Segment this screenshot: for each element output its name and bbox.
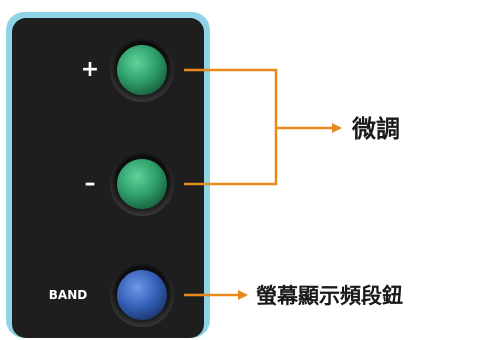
minus-key-cap xyxy=(117,159,167,209)
panel-face xyxy=(12,18,204,338)
minus-key-label: – xyxy=(85,171,96,196)
fine-tune-label: 微調 xyxy=(351,115,400,143)
plus-key-cap xyxy=(117,45,167,95)
band-display-label: 螢幕顯示頻段鈕 xyxy=(256,284,403,308)
plus-key[interactable]: + xyxy=(81,38,174,102)
fine-tune-connector xyxy=(184,68,342,186)
plus-key-label: + xyxy=(81,57,99,82)
band-key-label: BAND xyxy=(49,288,87,302)
minus-key[interactable]: – xyxy=(85,152,175,216)
band-key[interactable]: BAND xyxy=(49,263,174,327)
band-key-cap xyxy=(117,270,167,320)
